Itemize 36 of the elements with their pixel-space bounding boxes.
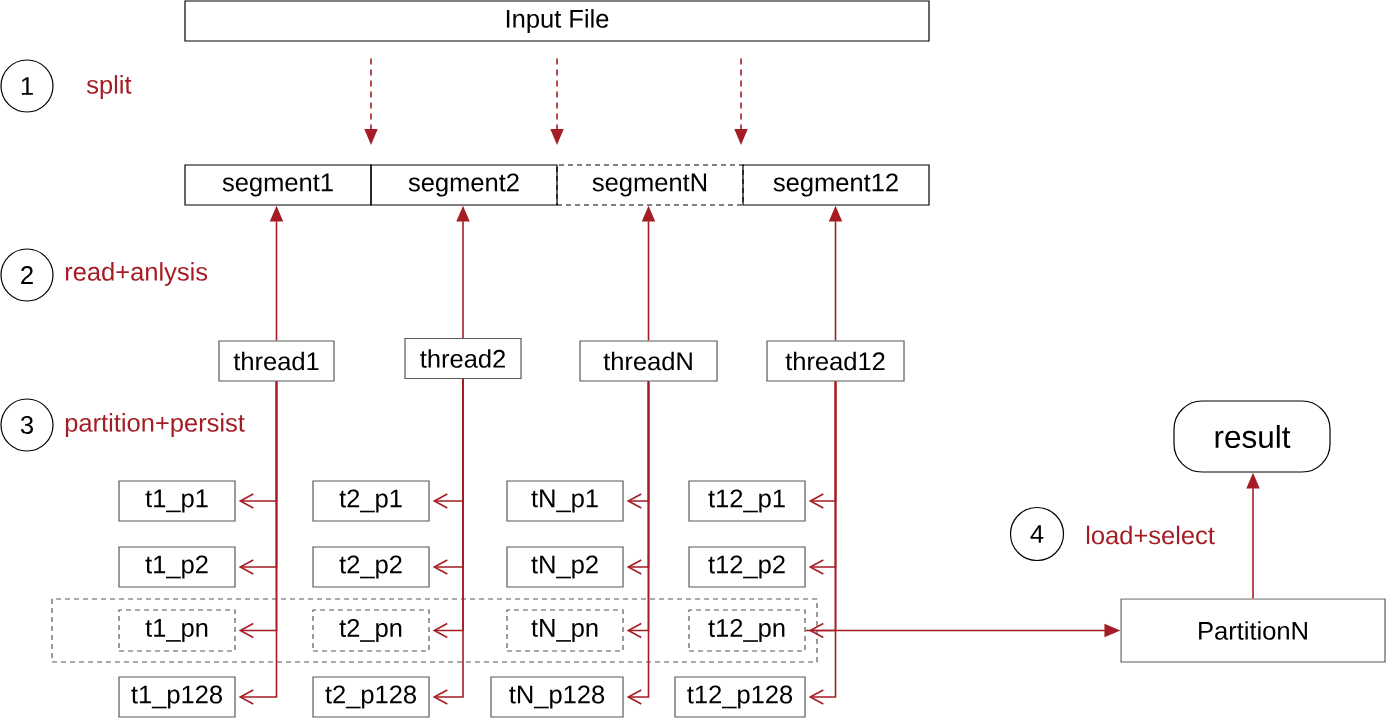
partition-box: t2_p2	[312, 546, 430, 588]
partition-box: tN_p2	[506, 546, 624, 588]
partition-box: t1_p2	[118, 546, 236, 588]
segment-box: segment1	[184, 164, 372, 206]
partition-box: t12_p1	[688, 480, 806, 522]
partition-box: t2_p1	[312, 480, 430, 522]
partition-box: tN_p128	[490, 676, 624, 718]
partition-box: t1_p1	[118, 480, 236, 522]
thread-box: threadN	[579, 340, 718, 382]
segment-box: segment12	[742, 164, 930, 206]
step-label: read+anlysis	[65, 262, 208, 286]
branch-arrow	[432, 378, 464, 705]
step-label: partition+persist	[65, 413, 245, 437]
branch-arrow	[808, 380, 837, 705]
step-label: split	[86, 75, 132, 99]
partition-box: tN_pn	[506, 609, 624, 652]
partition-box: t12_p2	[688, 546, 806, 588]
partition-box: t1_pn	[118, 609, 236, 652]
result-terminal: result	[1173, 400, 1331, 473]
partition-box: t1_p128	[118, 676, 236, 718]
partition-box: t12_p128	[674, 676, 806, 718]
branch-arrow	[238, 380, 278, 705]
thread-box: thread2	[404, 337, 522, 380]
file-box: Input File	[184, 0, 930, 42]
segment-box: segmentN	[556, 164, 744, 206]
partition-box: t2_p128	[312, 676, 430, 718]
partition-box: PartitionN	[1120, 598, 1386, 663]
partition-box: tN_p1	[506, 480, 624, 522]
branch-arrow	[626, 380, 650, 705]
thread-box: thread1	[218, 340, 335, 382]
group-box	[51, 598, 818, 663]
thread-box: thread12	[766, 340, 905, 382]
segment-box: segment2	[370, 164, 558, 206]
partition-box: t12_pn	[688, 609, 806, 652]
partition-box: t2_pn	[312, 609, 430, 652]
step-label: load+select	[1086, 525, 1215, 545]
